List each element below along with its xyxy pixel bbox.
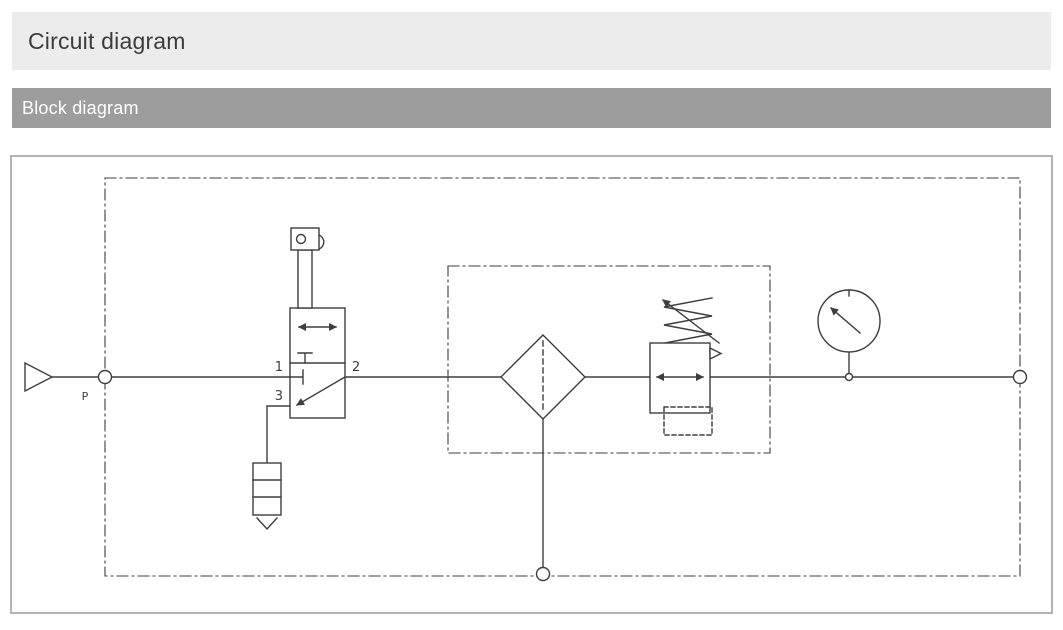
pressure-regulator-symbol — [649, 297, 723, 436]
silencer-symbol — [252, 462, 282, 531]
valve-blocked-port-1 — [289, 369, 304, 385]
outlet-port-circle — [1012, 369, 1028, 385]
silencer-outlet-chevron — [256, 517, 278, 531]
gauge-needle — [830, 307, 861, 334]
inlet-port-circle — [97, 369, 113, 385]
valve-actuator-symbol — [290, 227, 325, 309]
page-title: Circuit diagram — [28, 27, 186, 54]
drain-port-circle — [535, 566, 551, 582]
compressed-air-supply-symbol — [24, 361, 54, 393]
supply-port-label: P — [82, 390, 89, 403]
exhaust-line — [266, 405, 291, 464]
actuator-hook-icon — [318, 234, 325, 250]
diagram-labels: P 1 2 3 — [82, 360, 361, 404]
page: Circuit diagram Block diagram — [0, 12, 1063, 614]
gauge-tap-circle — [844, 372, 854, 382]
regulator-pilot-box — [663, 406, 713, 436]
circuit-diagram-svg: P 1 2 3 — [24, 177, 1028, 582]
regulator-spring — [663, 297, 713, 344]
section-title: Block diagram — [22, 97, 139, 118]
gauge-dial — [817, 289, 881, 353]
valve-port-3-label: 3 — [275, 389, 283, 404]
circuit-diagram-panel: P 1 2 3 — [10, 155, 1053, 614]
regulator-adjustment-arrow — [662, 299, 720, 344]
regulator-body — [649, 342, 711, 414]
actuator-stem — [297, 249, 313, 309]
valve-blocked-port-top — [297, 352, 313, 364]
filter-regulator-unit-boundary — [447, 265, 771, 454]
valve-port-1-label: 1 — [275, 360, 283, 375]
page-title-bar: Circuit diagram — [12, 12, 1051, 70]
regulator-relief-vent-icon — [709, 346, 723, 361]
pressure-gauge-symbol — [817, 289, 881, 382]
filter-symbol — [500, 334, 586, 420]
actuator-button-icon — [295, 233, 307, 245]
section-title-bar: Block diagram — [12, 88, 1051, 128]
valve-exhaust-flow-arrow — [296, 376, 346, 406]
supply-triangle-icon — [24, 361, 54, 393]
valve-port-2-label: 2 — [352, 360, 360, 375]
silencer-body — [252, 462, 282, 516]
on-off-valve-symbol — [289, 307, 346, 419]
